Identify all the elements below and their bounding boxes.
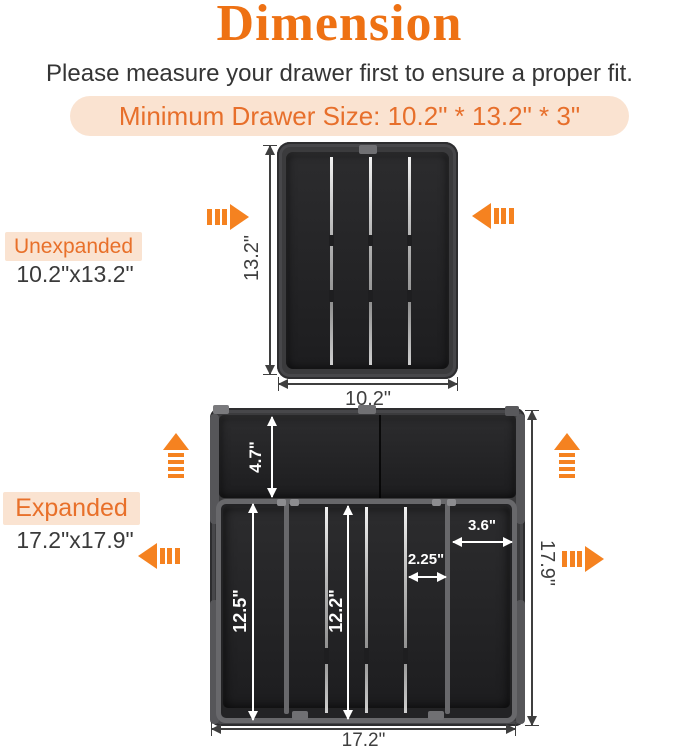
frame-tab bbox=[358, 405, 376, 414]
wall-tab bbox=[277, 499, 286, 506]
dim-label-17-9: 17.9" bbox=[536, 539, 559, 587]
dim-label-2-25: 2.25" bbox=[407, 551, 445, 568]
frame-tab bbox=[428, 711, 444, 720]
unexpanded-size: 10.2"x13.2" bbox=[16, 261, 134, 287]
expansion-seam bbox=[379, 415, 381, 498]
dim-label-12-2: 12.2" bbox=[325, 589, 346, 633]
tray-divider bbox=[329, 157, 334, 365]
right-slide-wall bbox=[445, 503, 450, 714]
tray-divider bbox=[407, 157, 412, 365]
expand-left-arrow-icon bbox=[138, 543, 180, 569]
expanded-size: 17.2"x17.9" bbox=[16, 527, 134, 553]
dim-label-10-2: 10.2" bbox=[344, 388, 392, 410]
dim-arrow-side-slot bbox=[452, 535, 513, 549]
dim-arrow-top-depth bbox=[265, 416, 279, 498]
frame-corner-cap bbox=[505, 406, 519, 416]
slide-in-left-arrow-icon bbox=[472, 203, 514, 229]
dim-arrow-height-unexpanded bbox=[263, 145, 277, 375]
expand-right-arrow-icon bbox=[562, 546, 604, 572]
wall-tab bbox=[290, 499, 299, 506]
top-compartment bbox=[219, 415, 516, 498]
dim-label-13-2: 13.2" bbox=[240, 234, 263, 282]
frame-tab bbox=[292, 711, 308, 720]
left-rail bbox=[210, 600, 219, 724]
tray-divider bbox=[324, 507, 329, 713]
tray-divider bbox=[403, 507, 408, 713]
expanded-label: Expanded bbox=[3, 492, 140, 525]
tray-divider bbox=[368, 157, 373, 365]
min-drawer-size-banner: Minimum Drawer Size: 10.2" * 13.2" * 3" bbox=[70, 96, 629, 136]
page-title: Dimension bbox=[216, 0, 463, 52]
dim-arrow-small-slot bbox=[408, 570, 447, 584]
dim-label-4-7: 4.7" bbox=[246, 441, 265, 473]
tray-latch-tab bbox=[359, 145, 377, 154]
unexpanded-label: Unexpanded bbox=[5, 232, 142, 261]
min-drawer-size-text: Minimum Drawer Size: 10.2" * 13.2" * 3" bbox=[118, 100, 581, 131]
frame-tab bbox=[213, 405, 229, 414]
dim-label-3-6: 3.6" bbox=[468, 517, 496, 534]
wall-tab bbox=[447, 499, 456, 506]
left-rail bbox=[210, 414, 219, 524]
unexpanded-tray-interior bbox=[286, 152, 449, 369]
wall-tab bbox=[432, 499, 441, 506]
dim-arrow-total-width bbox=[211, 722, 516, 736]
tray-divider bbox=[364, 507, 369, 713]
dim-arrow-left-length bbox=[246, 503, 260, 721]
expand-up-arrow-icon bbox=[554, 433, 580, 478]
subtitle-text: Please measure your drawer first to ensu… bbox=[46, 60, 633, 87]
right-rail bbox=[516, 414, 525, 524]
dim-arrow-width-unexpanded bbox=[278, 377, 458, 391]
dim-arrow-total-depth bbox=[525, 410, 539, 726]
left-slide-wall bbox=[284, 503, 289, 714]
expand-up-arrow-icon bbox=[163, 433, 189, 478]
slide-in-right-arrow-icon bbox=[207, 204, 249, 230]
right-rail bbox=[516, 600, 525, 724]
dim-label-17-2: 17.2" bbox=[341, 730, 386, 747]
dim-label-12-5: 12.5" bbox=[229, 589, 250, 633]
dim-arrow-middle-length bbox=[341, 505, 355, 720]
